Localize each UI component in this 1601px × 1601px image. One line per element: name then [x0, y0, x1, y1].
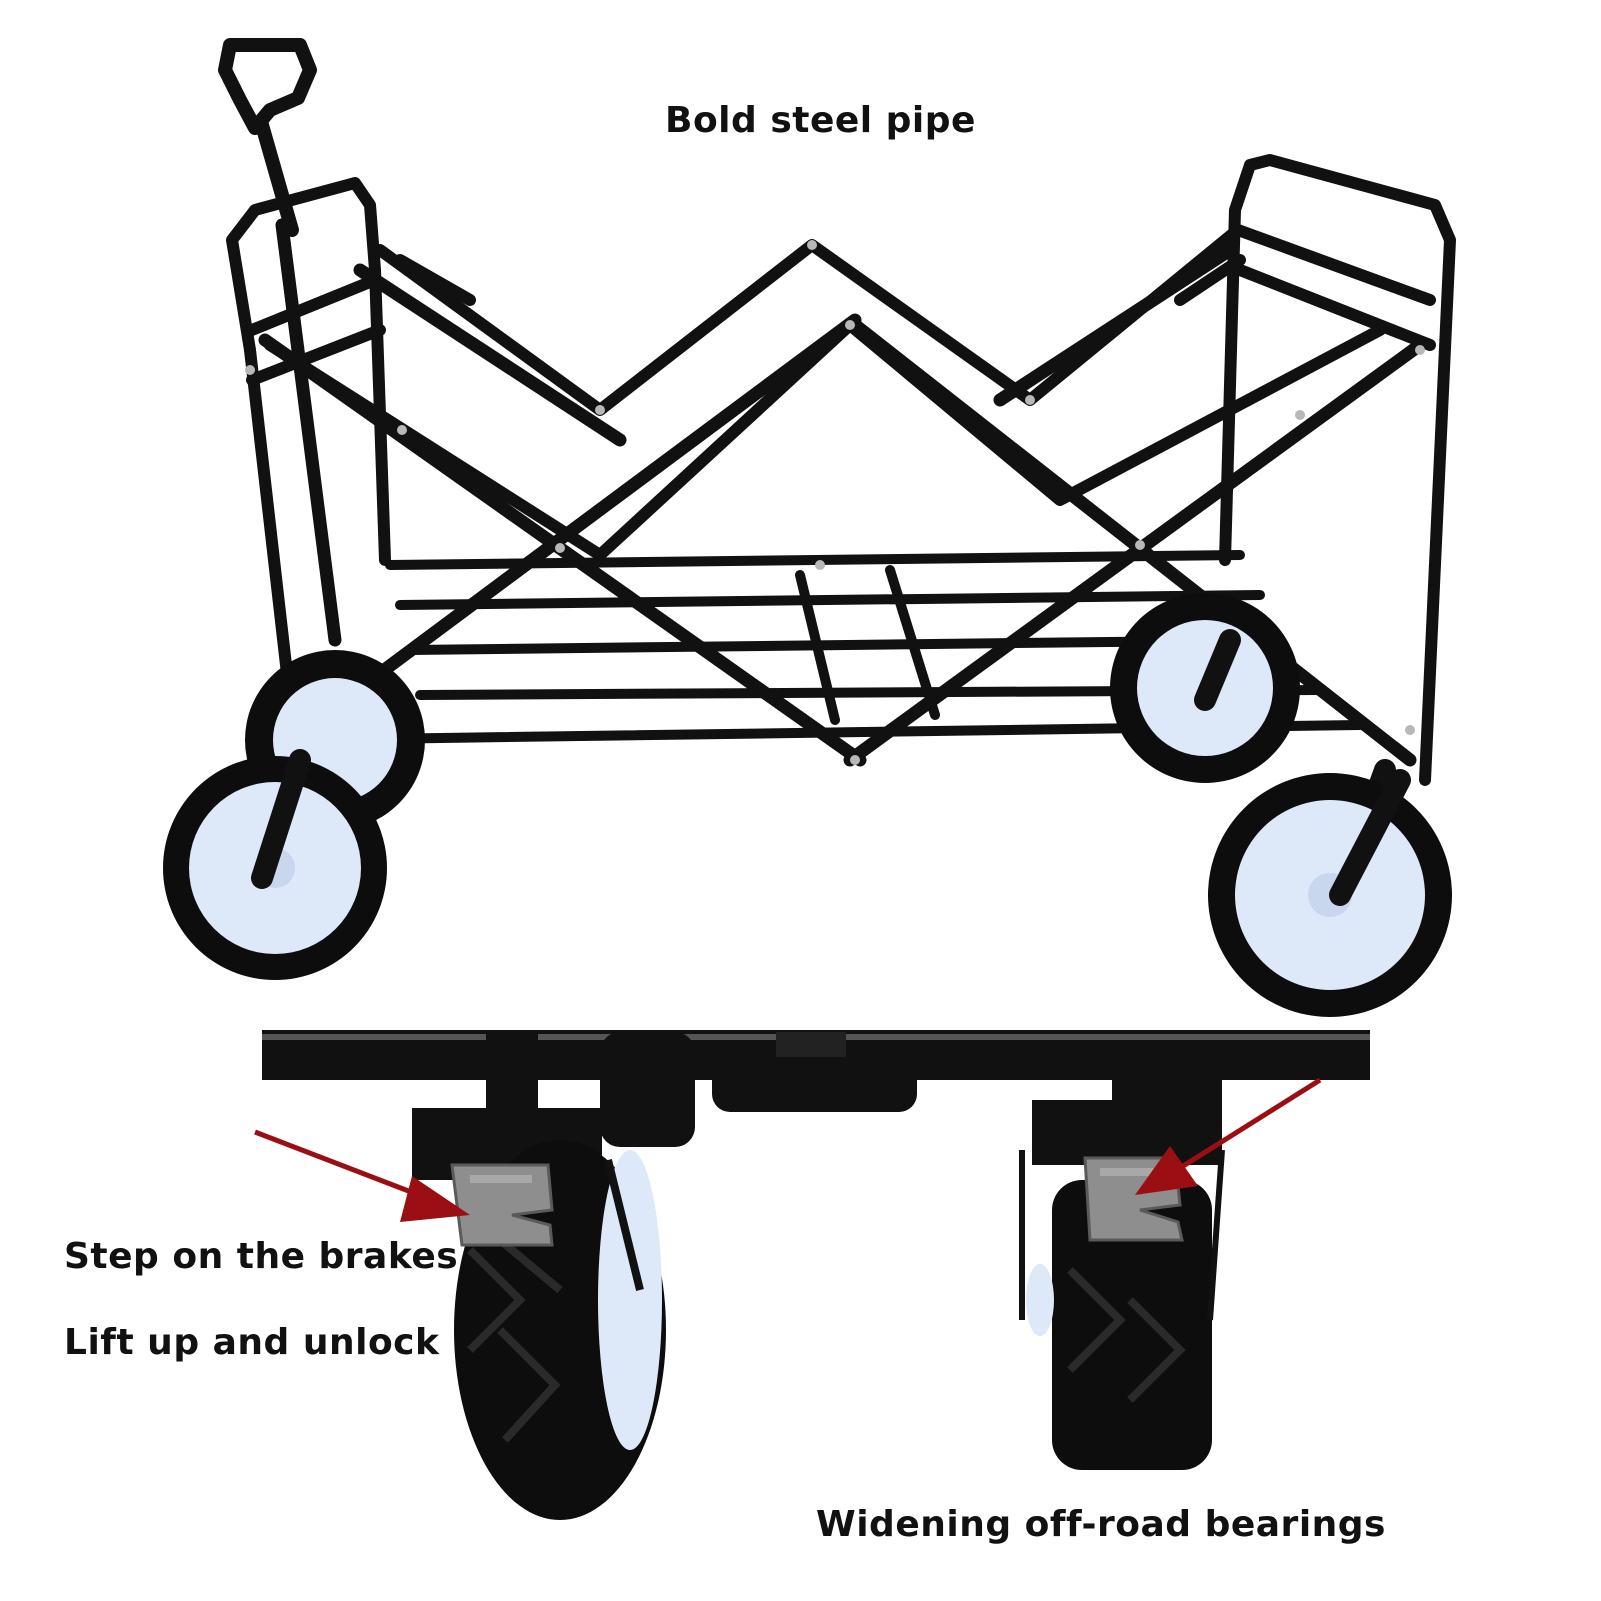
- forks-overlay: [251, 629, 1411, 906]
- arrow-left-icon: [254, 1129, 470, 1222]
- caption-off-road-bearings: Widening off-road bearings: [816, 1504, 1386, 1545]
- wagon-wheels: [163, 593, 1452, 1017]
- pull-handle: [218, 38, 342, 647]
- axle-detail: [262, 1030, 1370, 1125]
- arrow-right-icon: [1135, 1077, 1322, 1195]
- caption-bold-steel-pipe: Bold steel pipe: [665, 100, 976, 141]
- left-end-frame: [226, 177, 391, 706]
- brake-pedal-left: [450, 1163, 554, 1247]
- caption-step-on-brakes: Step on the brakes: [64, 1236, 459, 1277]
- top-scissor-rails: [264, 226, 1386, 561]
- right-end-frame: [1219, 154, 1456, 786]
- caption-lift-up-unlock: Lift up and unlock: [64, 1322, 440, 1363]
- right-caster-wheel: [1019, 1100, 1225, 1470]
